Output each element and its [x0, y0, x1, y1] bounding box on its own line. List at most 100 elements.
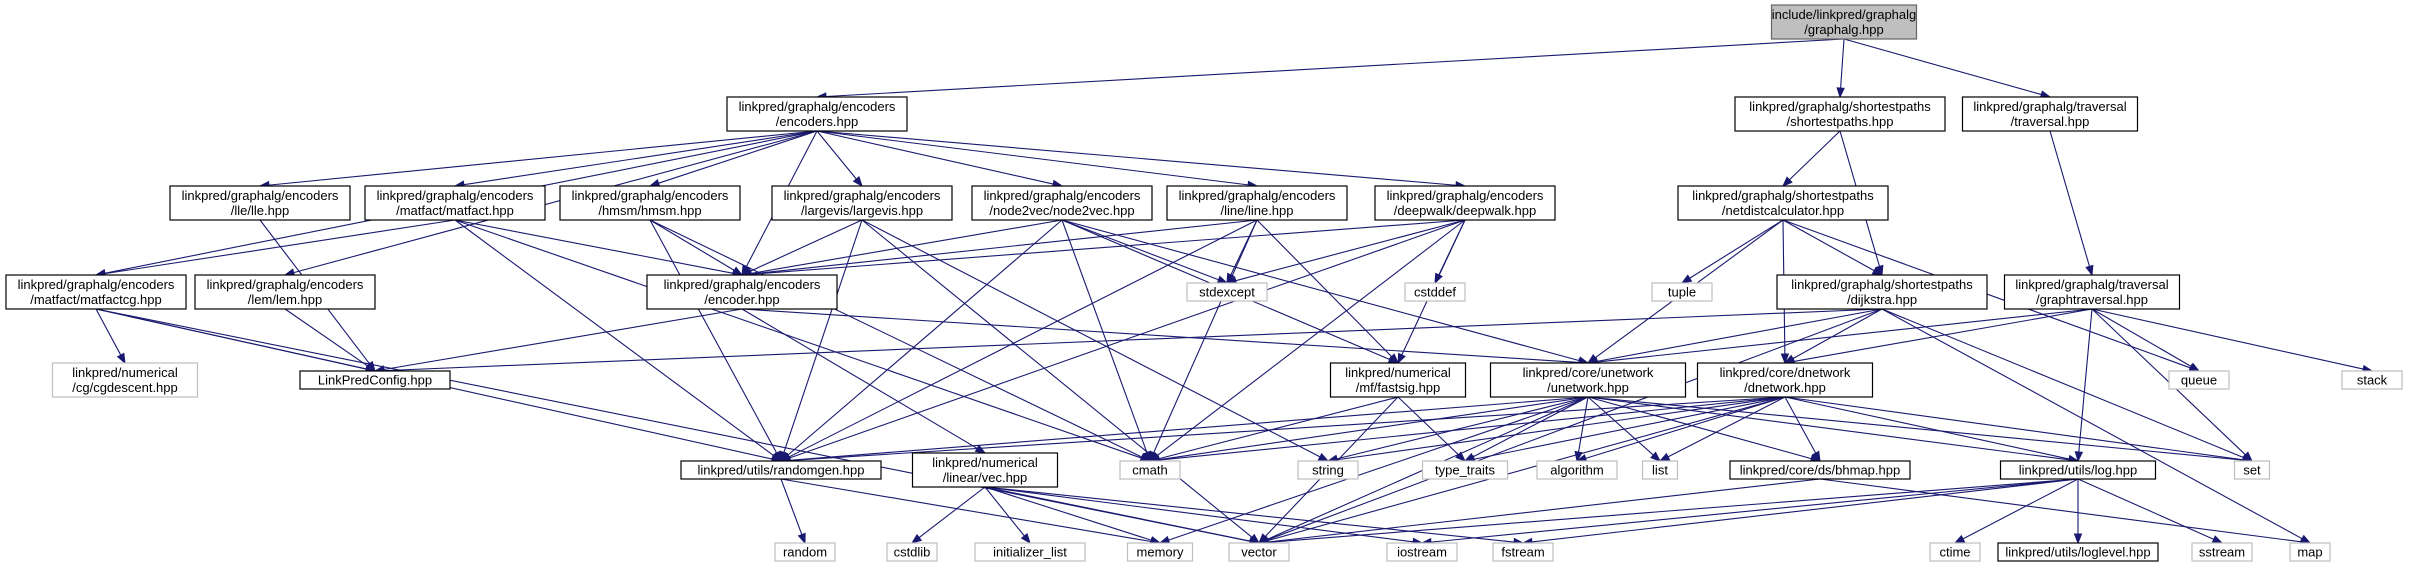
edge-n11-n17 — [1680, 219, 1784, 284]
project-header-node[interactable]: linkpred/numerical/mf/fastsig.hpp — [1329, 362, 1467, 398]
node-box — [1641, 460, 1679, 480]
edge-line — [1230, 219, 1258, 276]
edge-n35-n45 — [2073, 479, 2083, 545]
project-header-node[interactable]: linkpred/graphalg/shortestpaths/dijkstra… — [1776, 274, 1988, 310]
project-header-node[interactable]: linkpred/core/dnetwork/dnetwork.hpp — [1696, 362, 1874, 398]
node-box — [1734, 96, 1946, 132]
project-header-node[interactable]: linkpred/graphalg/shortestpaths/shortest… — [1734, 96, 1946, 132]
project-header-node[interactable]: linkpred/utils/randomgen.hpp — [680, 460, 882, 480]
edge-line — [1397, 396, 1459, 456]
node-label: linkpred/graphalg/traversal — [2015, 277, 2168, 292]
project-header-node[interactable]: linkpred/utils/loglevel.hpp — [1997, 542, 2159, 562]
node-box — [1386, 542, 1458, 562]
project-header-node[interactable]: linkpred/graphalg/traversal/traversal.hp… — [1961, 96, 2139, 132]
edge-n24-n30 — [1326, 396, 1786, 464]
node-box — [680, 460, 882, 480]
arrowhead-icon — [1216, 275, 1229, 284]
node-label: cmath — [1132, 463, 1167, 478]
project-header-node[interactable]: linkpred/core/unetwork/unetwork.hpp — [1489, 362, 1687, 398]
node-label: linkpred/core/dnetwork — [1720, 365, 1851, 380]
project-header-node[interactable]: linkpred/core/ds/bhmap.hpp — [1729, 460, 1911, 480]
edge-line — [2077, 478, 2214, 540]
node-label: /lle/lle.hpp — [231, 203, 290, 218]
node-label: /unetwork.hpp — [1547, 380, 1629, 395]
edge-line — [1156, 219, 1466, 456]
edge-line — [1587, 396, 1654, 456]
arrowhead-icon — [1871, 266, 1884, 276]
node-box — [974, 542, 1086, 562]
project-header-node[interactable]: LinkPredConfig.hpp — [299, 370, 451, 390]
system-header-node: cstddef — [1404, 282, 1466, 302]
arrowhead-icon — [852, 175, 863, 188]
node-label: algorithm — [1550, 463, 1603, 478]
project-header-node[interactable]: linkpred/graphalg/encoders/node2vec/node… — [971, 185, 1153, 221]
edge-line — [95, 308, 122, 356]
arrowhead-icon — [1782, 176, 1793, 187]
project-header-node[interactable]: linkpred/graphalg/encoders/lem/lem.hpp — [194, 274, 376, 310]
edge-line — [780, 478, 803, 535]
system-header-node: list — [1641, 460, 1679, 480]
system-header-node: set — [2233, 460, 2271, 480]
arrowhead-icon — [797, 532, 806, 545]
system-header-node: fstream — [1492, 542, 1554, 562]
node-box — [364, 185, 546, 221]
edge-line — [1840, 38, 1845, 89]
edge-line — [1793, 308, 2093, 362]
edge-line — [1577, 396, 1589, 453]
project-header-node[interactable]: linkpred/graphalg/traversal/graphtravers… — [2003, 274, 2181, 310]
arrowhead-icon — [1388, 353, 1399, 364]
node-box — [1729, 460, 1911, 480]
project-header-node[interactable]: linkpred/graphalg/encoders/encoder.hpp — [646, 274, 838, 310]
node-box — [1770, 4, 1918, 40]
project-header-node[interactable]: linkpred/numerical/linear/vec.hpp — [911, 452, 1059, 488]
node-label: vector — [1241, 545, 1277, 560]
project-header-node[interactable]: linkpred/graphalg/encoders/matfact/matfa… — [5, 274, 187, 310]
project-header-node[interactable]: linkpred/graphalg/encoders/deepwalk/deep… — [1374, 185, 1556, 221]
edge-n22-n31 — [1397, 396, 1466, 462]
node-label: linkpred/graphalg/shortestpaths — [1791, 277, 1973, 292]
node-label: tuple — [1668, 285, 1696, 300]
project-header-node[interactable]: linkpred/utils/log.hpp — [1999, 460, 2157, 480]
project-header-node[interactable]: linkpred/graphalg/encoders/lle/lle.hpp — [169, 185, 351, 221]
edge-line — [749, 219, 863, 272]
edge-n35-n43 — [1521, 478, 2079, 547]
node-label: linkpred/graphalg/encoders — [377, 188, 534, 203]
node-label: /encoder.hpp — [704, 292, 779, 307]
edge-n23-n29 — [1148, 396, 1589, 464]
project-header-node[interactable]: linkpred/graphalg/encoders/encoders.hpp — [726, 96, 908, 132]
node-label: /dnetwork.hpp — [1744, 380, 1826, 395]
node-label: linkpred/numerical — [72, 365, 178, 380]
project-header-node[interactable]: linkpred/graphalg/encoders/line/line.hpp — [1166, 185, 1348, 221]
header-file-nodes: include/linkpred/graphalg/graphalg.hpp li… — [5, 4, 2403, 562]
system-header-node: initializer_list — [974, 542, 1086, 562]
edge-n23-n31 — [1463, 396, 1589, 462]
edge-line — [1267, 396, 1786, 542]
edge-line — [789, 219, 1466, 459]
node-label: map — [2297, 545, 2322, 560]
arrowhead-icon — [2073, 533, 2083, 545]
edge-line — [383, 308, 743, 371]
edge-line — [1962, 478, 2079, 540]
edge-line — [1585, 396, 1786, 459]
node-box — [1126, 542, 1194, 562]
node-label: /dijkstra.hpp — [1847, 292, 1917, 307]
edge-line — [750, 219, 1466, 275]
system-header-node: queue — [2168, 370, 2230, 390]
edge-n6-n14 — [649, 219, 744, 276]
node-label: linkpred/graphalg/traversal — [1973, 99, 2126, 114]
edge-line — [861, 219, 1321, 458]
project-header-node[interactable]: linkpred/graphalg/encoders/hmsm/hmsm.hpp — [559, 185, 741, 221]
edge-n28-n39 — [984, 486, 1031, 545]
node-box — [646, 274, 838, 310]
edge-line — [649, 219, 1143, 458]
edge-line — [1792, 308, 1883, 360]
arrowhead-icon — [1811, 450, 1821, 463]
project-header-node[interactable]: linkpred/graphalg/encoders/matfact/matfa… — [364, 185, 546, 221]
root-header-node[interactable]: include/linkpred/graphalg/graphalg.hpp — [1770, 4, 1918, 40]
project-header-node[interactable]: linkpred/graphalg/shortestpaths/netdistc… — [1677, 185, 1889, 221]
project-header-node[interactable]: linkpred/graphalg/encoders/largevis/larg… — [771, 185, 953, 221]
node-box — [1961, 96, 2139, 132]
edge-line — [1061, 219, 1219, 281]
edge-n23-n40 — [1158, 396, 1589, 544]
edge-n23-n32 — [1574, 396, 1589, 463]
